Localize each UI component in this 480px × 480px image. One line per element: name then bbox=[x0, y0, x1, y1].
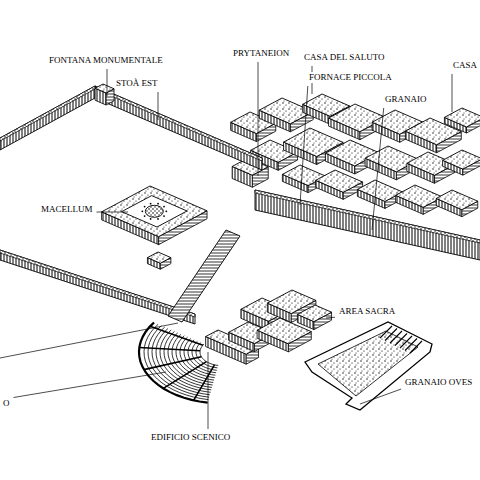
ruin-shape bbox=[255, 190, 480, 243]
ruin-shape bbox=[318, 331, 418, 396]
column-dot bbox=[163, 215, 165, 217]
ruin-shape bbox=[95, 84, 114, 93]
granary-wall bbox=[405, 339, 417, 351]
column-dot bbox=[157, 218, 159, 220]
ruin-shape bbox=[305, 322, 432, 410]
ruin-shape bbox=[297, 305, 331, 322]
leader-line bbox=[326, 317, 335, 319]
ruin-shape bbox=[168, 230, 240, 322]
ruin-shape bbox=[102, 186, 207, 237]
granary-wall bbox=[385, 329, 397, 341]
column-dot bbox=[141, 210, 143, 212]
ruin-shape bbox=[122, 196, 187, 227]
leader-line bbox=[452, 74, 453, 112]
ruin-shape bbox=[255, 190, 480, 260]
column-dot bbox=[157, 203, 159, 205]
column-dot bbox=[163, 206, 165, 208]
aisle bbox=[194, 365, 215, 401]
seat-row bbox=[144, 324, 208, 399]
leader-line bbox=[13, 372, 166, 398]
leader-line bbox=[97, 212, 129, 213]
ruin-shape bbox=[436, 190, 478, 210]
column-dot bbox=[144, 215, 146, 217]
aisle bbox=[163, 362, 206, 389]
site-label: STOÀ EST bbox=[115, 78, 159, 89]
site-label: GRANAIO OVES bbox=[404, 377, 473, 388]
leader-line bbox=[258, 62, 259, 176]
column-dot bbox=[150, 218, 152, 220]
ruin-shape bbox=[95, 86, 262, 170]
site-label: PRYTANEION bbox=[232, 48, 290, 59]
ruin-shape bbox=[316, 170, 363, 192]
aisle bbox=[150, 326, 203, 345]
granary-wall bbox=[410, 341, 422, 353]
cavea-wall bbox=[139, 322, 208, 402]
ruin-shape bbox=[396, 185, 443, 207]
tholos bbox=[145, 205, 163, 217]
ruin-shape bbox=[147, 252, 170, 263]
granary-wall bbox=[400, 336, 412, 348]
leader-line bbox=[300, 86, 308, 205]
leader-line bbox=[208, 352, 209, 429]
ruin-shape bbox=[0, 250, 195, 324]
site-label: FORNACE PICCOLA bbox=[308, 72, 393, 83]
leader-group bbox=[13, 62, 452, 429]
site-label: MACELLUM bbox=[40, 204, 94, 215]
site-label: EDIFICIO SCENICO bbox=[150, 432, 231, 443]
ruin-shape bbox=[95, 86, 262, 161]
granary-wall bbox=[380, 326, 392, 338]
aisle bbox=[144, 357, 201, 370]
ruin-shape bbox=[443, 150, 480, 169]
leader-line bbox=[107, 69, 108, 96]
site-label: CASA DEL SALUTO bbox=[303, 52, 386, 63]
leader-line bbox=[0, 323, 178, 358]
site-label: FONTANA MONUMENTALE bbox=[48, 55, 164, 66]
column-dot bbox=[150, 203, 152, 205]
ruins-group bbox=[0, 84, 480, 410]
site-label: O bbox=[2, 398, 11, 409]
ruin-shape bbox=[0, 86, 95, 141]
ruin-shape bbox=[0, 86, 95, 150]
leader-line bbox=[360, 389, 401, 404]
leader-line bbox=[158, 92, 159, 120]
leader-line bbox=[372, 108, 384, 230]
column-dot bbox=[144, 206, 146, 208]
column-dot bbox=[165, 210, 167, 212]
granary-wall bbox=[390, 331, 402, 343]
site-label: CASA bbox=[452, 60, 478, 71]
ruin-shape bbox=[0, 250, 195, 317]
granary-wall bbox=[395, 334, 407, 346]
site-label: GRANAIO bbox=[384, 94, 428, 105]
site-label: AREA SACRA bbox=[338, 306, 396, 317]
ruin-shape bbox=[444, 108, 480, 127]
aisle bbox=[139, 348, 200, 351]
